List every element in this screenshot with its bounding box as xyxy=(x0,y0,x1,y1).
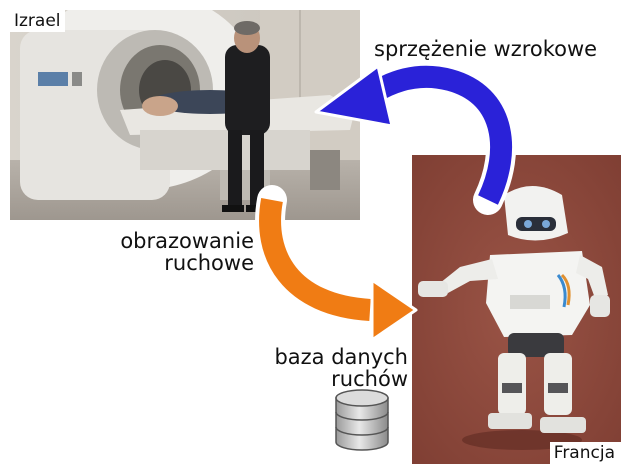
motion-database-line-1: baza danych xyxy=(262,346,408,368)
motion-imaging-line-1: obrazowanie xyxy=(110,230,254,252)
blue-curved-arrow-icon xyxy=(316,66,501,200)
orange-curved-arrow-icon xyxy=(270,200,416,340)
motion-database-caption: baza danych ruchów xyxy=(262,346,408,390)
motion-imaging-line-2: ruchowe xyxy=(110,252,254,274)
motion-database-line-2: ruchów xyxy=(262,368,408,390)
database-icon xyxy=(332,388,392,452)
motion-imaging-caption: obrazowanie ruchowe xyxy=(110,230,254,274)
visual-feedback-caption: sprzężenie wzrokowe xyxy=(374,38,597,60)
